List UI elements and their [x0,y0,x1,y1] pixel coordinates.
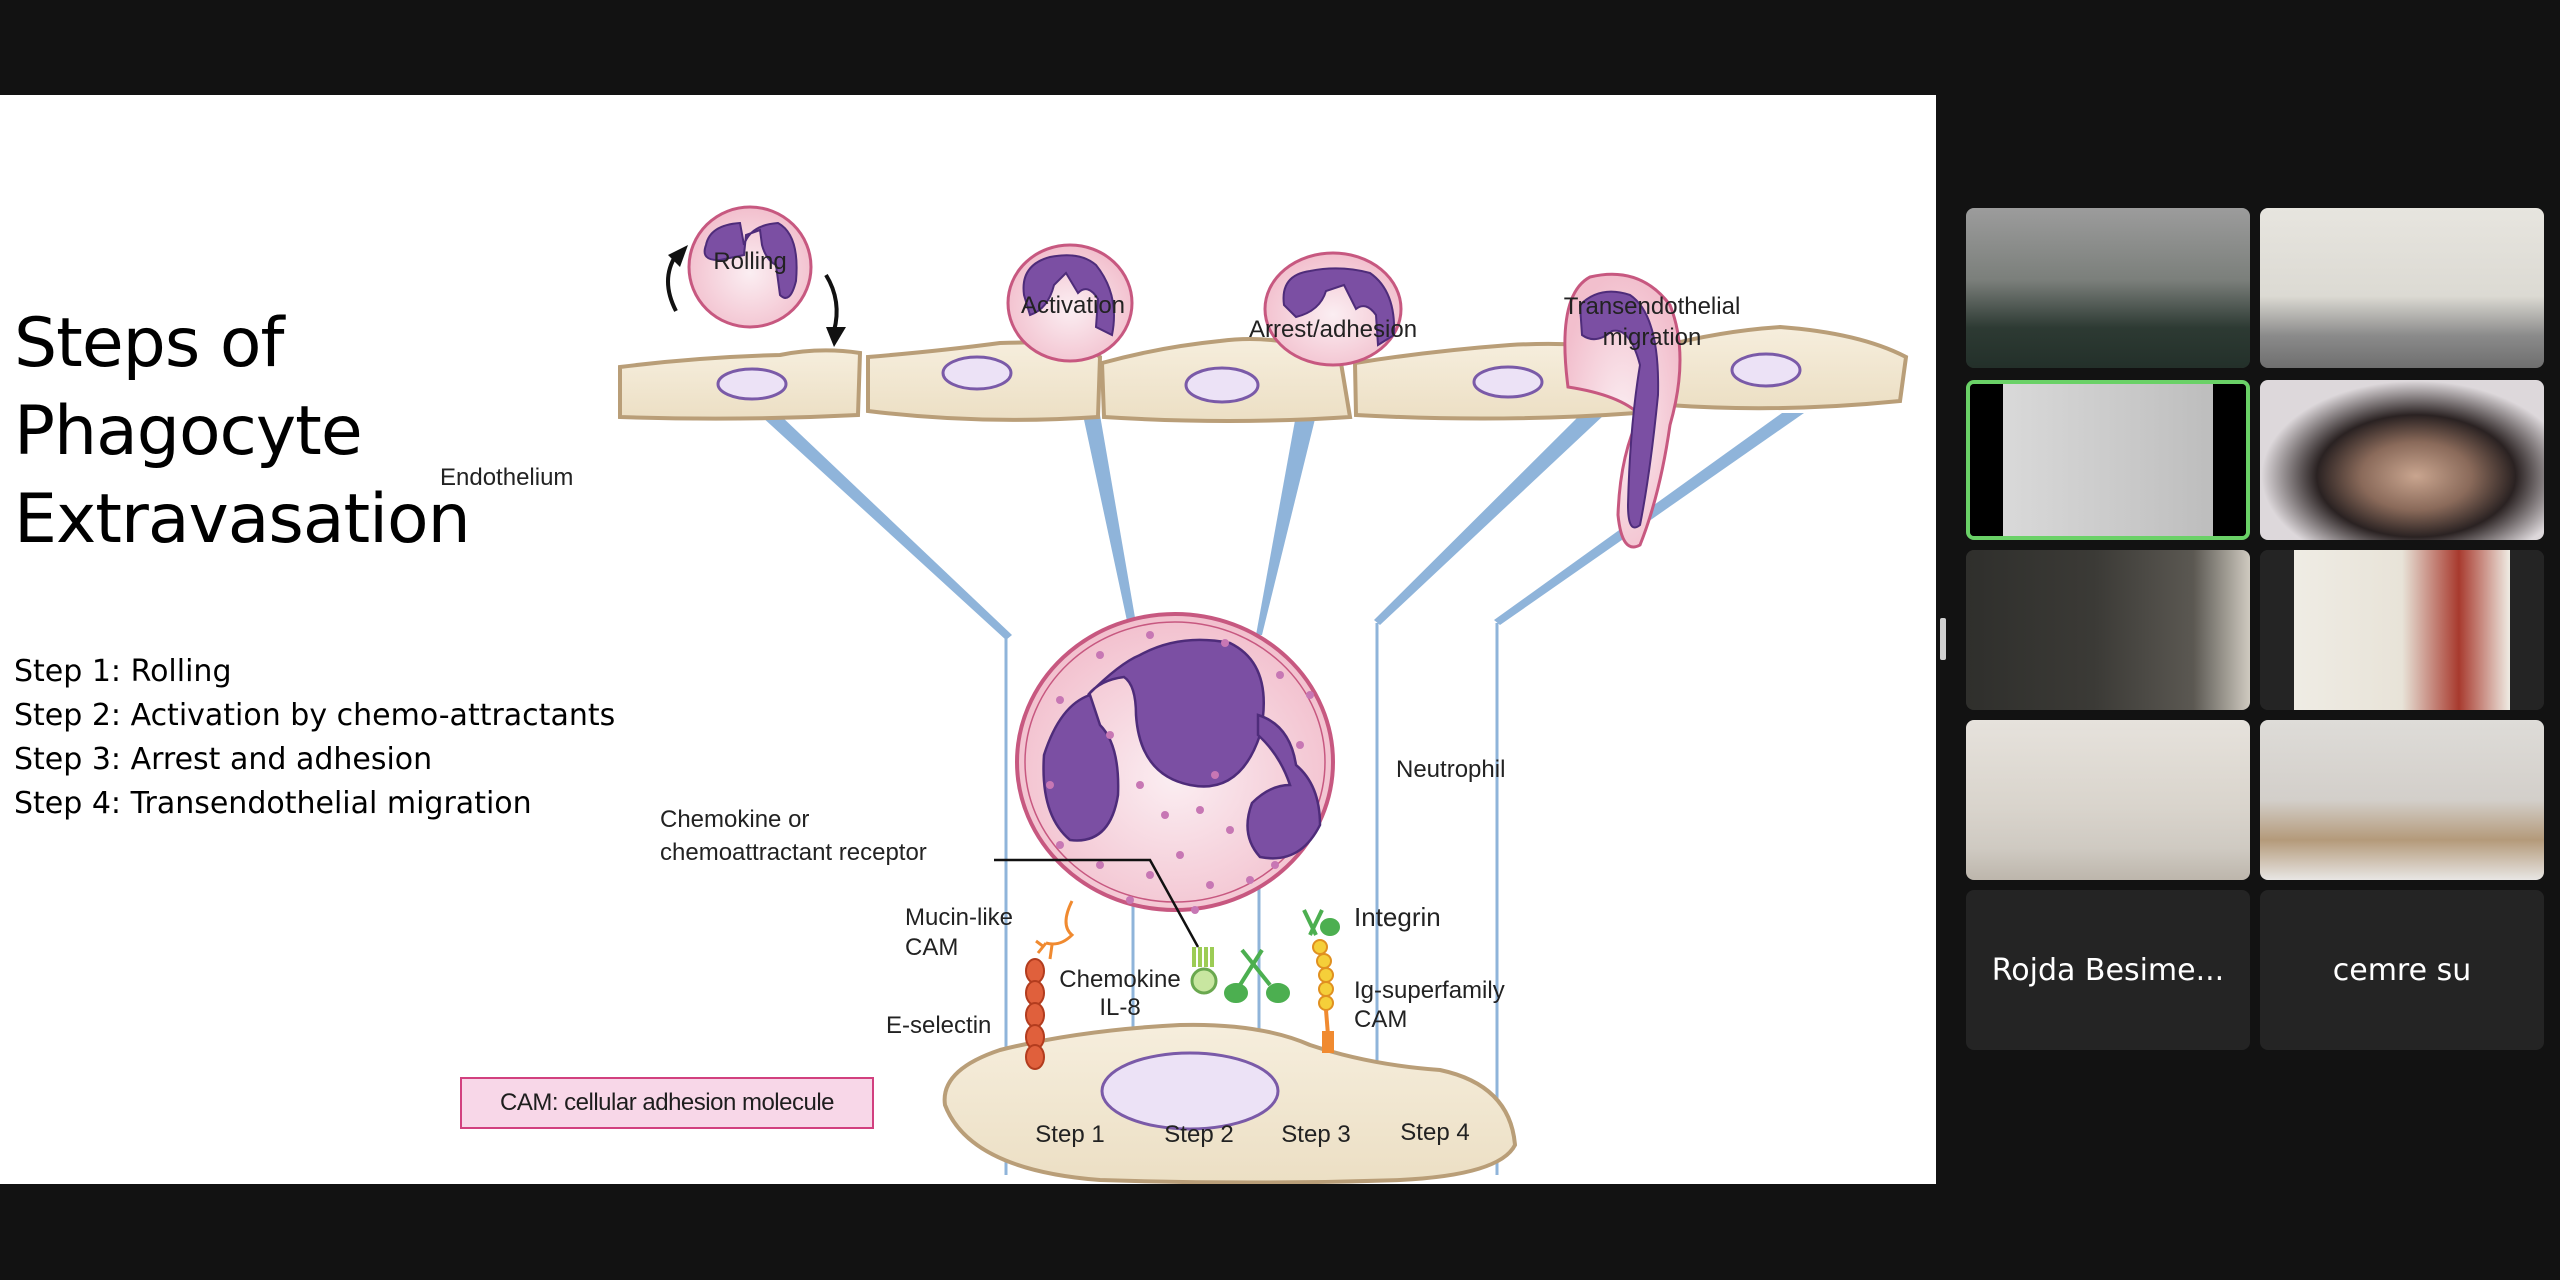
label-integrin: Integrin [1354,902,1441,932]
step-list: Step 1: Rolling Step 2: Activation by ch… [14,650,615,826]
chemokine-receptor [1192,947,1214,967]
participant-video [1966,208,2250,368]
nucleus-lobe-center [1087,638,1265,788]
label-rolling: Rolling [713,248,786,275]
label-migration-line2: migration [1603,324,1702,351]
label-step-column: Step 2 [1164,1121,1233,1148]
ig-superfamily-cam [1312,939,1334,1053]
participant-name: cemre su [2332,952,2472,988]
label-receptor-line1: Chemokine or [660,806,809,833]
nucleus-lobe-right [1246,713,1322,860]
migrating-neutrophil [1563,272,1682,549]
mucin-like-cam [1035,900,1075,960]
slide-title-line: Steps of [14,304,284,383]
lower-endothelial-cell [942,1022,1518,1184]
participant-video [2260,720,2544,880]
participant-video [1966,720,2250,880]
participant-video [1970,384,2246,536]
connector-step1-right [1083,415,1138,635]
cam-legend-box: CAM: cellular adhesion molecule [460,1077,874,1129]
extravasation-diagram: Rolling Activation Arrest/adhesion Trans… [440,205,1909,1184]
label-activation: Activation [1021,292,1125,319]
participant-tile[interactable] [2260,720,2544,880]
label-chemokine-line2: IL-8 [1099,994,1140,1021]
participant-tile-no-video[interactable]: Rojda Besime... [1966,890,2250,1050]
chemokine-il8 [1190,967,1218,995]
large-neutrophil [1015,612,1335,914]
integrin-molecules [1224,909,1340,1003]
rotate-arrow-down [824,273,839,332]
label-mucin-line1: Mucin-like [905,904,1013,931]
nucleus-lobe-left [1042,693,1120,842]
connector-step1-left [760,415,1012,640]
connector-step2 [1256,415,1316,635]
participant-video [1966,550,2250,710]
label-chemokine-line1: Chemokine [1059,966,1180,993]
step-item: Step 4: Transendothelial migration [14,786,532,821]
label-step-column: Step 3 [1281,1121,1350,1148]
participant-tile-active-speaker[interactable] [1966,380,2250,540]
participant-tile[interactable] [2260,380,2544,540]
label-ig-line1: Ig-superfamily [1354,977,1505,1004]
label-endothelium: Endothelium [440,464,573,491]
granules [1046,631,1314,914]
participant-tile-no-video[interactable]: cemre su [2260,890,2544,1050]
participant-video [2260,380,2544,540]
label-ig-line2: CAM [1354,1006,1407,1033]
connector-step3 [1374,415,1604,625]
participant-tile[interactable] [2260,208,2544,368]
activation-neutrophil [1006,243,1134,363]
step-item: Step 3: Arrest and adhesion [14,742,433,777]
step-item: Step 1: Rolling [14,654,232,689]
participant-video [2260,550,2544,710]
arrest-neutrophil [1263,251,1403,367]
participant-tile[interactable] [2260,550,2544,710]
label-neutrophil: Neutrophil [1396,756,1505,783]
participant-tile[interactable] [1966,720,2250,880]
step-item: Step 2: Activation by chemo-attractants [14,698,616,733]
label-e-selectin: E-selectin [886,1012,991,1039]
label-step-column: Step 1 [1035,1121,1104,1148]
shared-screen-slide: Steps of Phagocyte Extravasation Step 1:… [0,95,1936,1184]
slide-title: Steps of Phagocyte Extravasation [14,300,471,564]
participant-tile[interactable] [1966,208,2250,368]
label-migration-line1: Transendothelial [1564,293,1741,320]
e-selectin-molecule [1025,958,1045,1070]
endothelial-nuclei [716,352,1802,404]
slide-title-line: Phagocyte [14,392,363,471]
receptor-leader-line [994,858,1200,948]
label-arrest-adhesion: Arrest/adhesion [1249,316,1417,343]
participant-name: Rojda Besime... [1991,952,2225,988]
label-step-column: Step 4 [1400,1119,1469,1146]
participant-tile[interactable] [1966,550,2250,710]
slide-title-line: Extravasation [14,480,471,559]
label-mucin-line2: CAM [905,934,958,961]
participant-video [2260,208,2544,368]
rotate-arrow-up [666,253,678,312]
label-receptor-line2: chemoattractant receptor [660,839,927,866]
rolling-neutrophil [666,205,846,347]
panel-resize-handle[interactable] [1940,618,1946,660]
